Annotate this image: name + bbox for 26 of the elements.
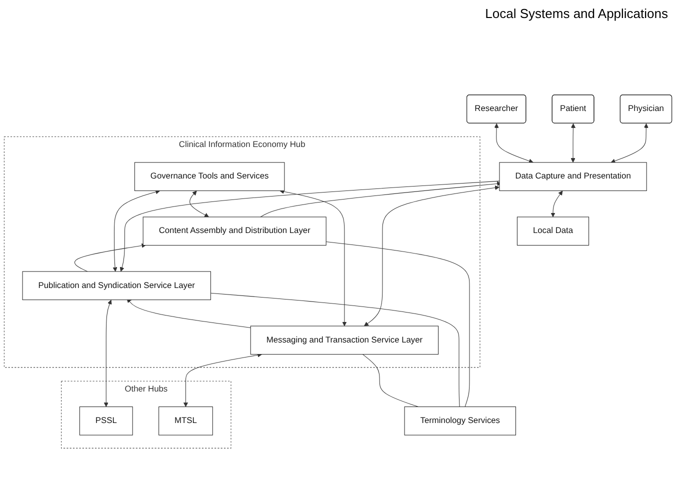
node-box: Messaging and Transaction Service Layer — [250, 326, 439, 355]
node-box: Local Data — [516, 216, 590, 246]
arrow — [112, 190, 160, 272]
connector — [362, 354, 419, 408]
arrow — [190, 190, 209, 218]
node-box: Content Assembly and Distribution Layer — [142, 216, 326, 246]
arrow — [280, 189, 347, 326]
node-box: Terminology Services — [404, 406, 516, 436]
arrow — [494, 123, 534, 164]
node-box: Data Capture and Presentation — [499, 162, 647, 192]
arrow — [120, 180, 500, 272]
connector — [210, 292, 460, 408]
connector — [326, 241, 470, 408]
node-box: PSSL — [79, 406, 133, 436]
arrow — [550, 190, 563, 218]
note-text: Local Systems and Applications — [485, 6, 668, 21]
arrow — [104, 300, 112, 407]
arrow — [364, 185, 500, 326]
arrow — [570, 123, 576, 163]
node-box: Governance Tools and Services — [134, 162, 285, 192]
node-box: Publication and Syndication Service Layer — [22, 271, 211, 300]
node-box: MTSL — [158, 406, 213, 436]
arrow — [183, 352, 262, 407]
arrow — [74, 243, 146, 272]
arrow — [126, 298, 251, 328]
arrow — [610, 123, 648, 164]
